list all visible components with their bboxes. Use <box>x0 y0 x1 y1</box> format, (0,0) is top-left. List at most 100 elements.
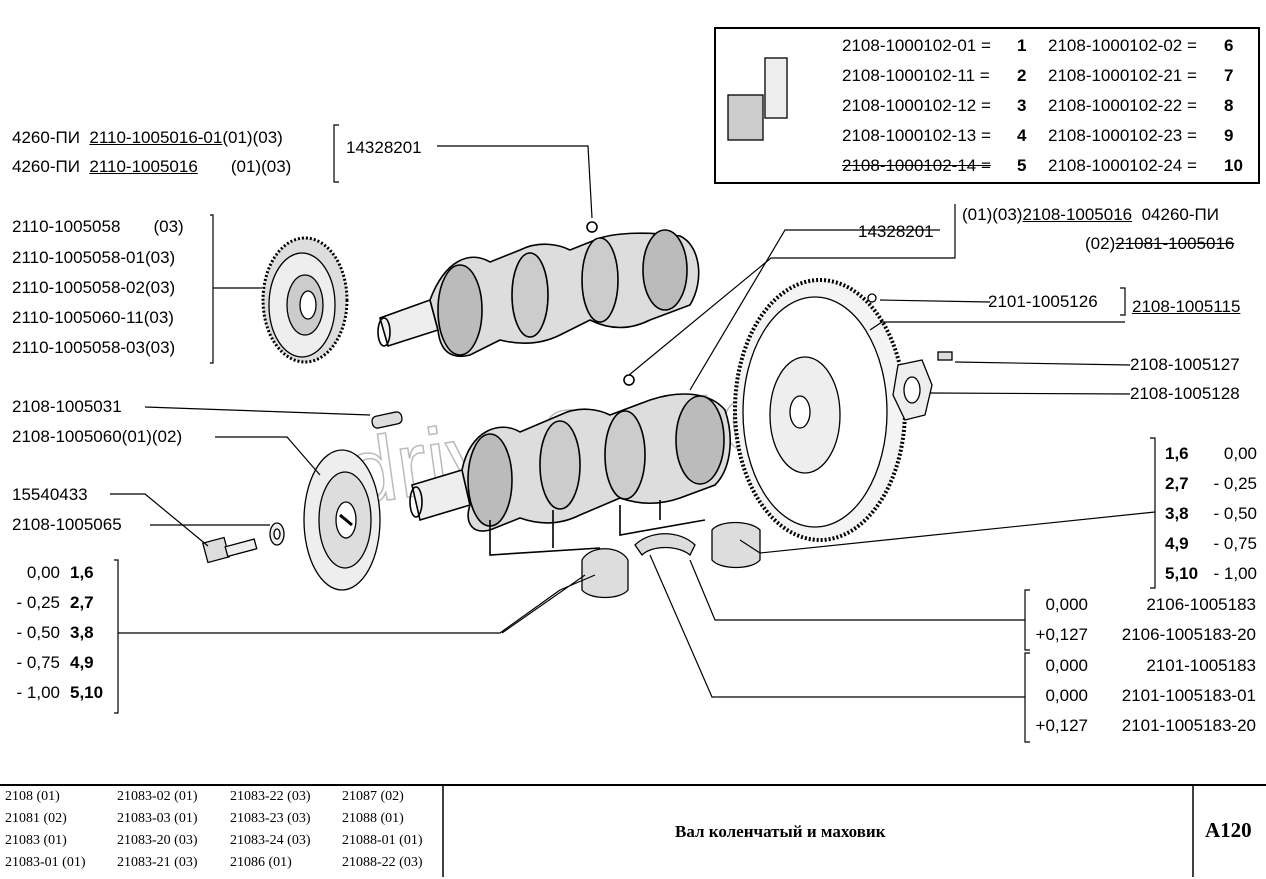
legend-code-a: 2108-1000102-14 = <box>842 156 991 175</box>
footer-model: 21081 (02) <box>5 811 67 826</box>
thrust-2-value: +0,127 <box>1035 716 1088 735</box>
bolt-part <box>201 522 285 564</box>
legend-num-a: 2 <box>1017 66 1027 85</box>
thrust-1-part: 2106-1005183 <box>1146 595 1256 614</box>
footer-model: 21087 (02) <box>342 789 404 804</box>
rod-bearing-value: - 0,75 <box>16 653 60 672</box>
legend-code-a: 2108-1000102-11 = <box>842 66 990 85</box>
legend-code-b: 2108-1000102-24 = <box>1048 156 1197 175</box>
rod-bearing-size: 5,10 <box>70 683 104 702</box>
thrust-2-value: 0,000 <box>1045 656 1088 675</box>
legend-icon <box>727 57 788 141</box>
rod-bearing-size: 1,6 <box>70 563 94 582</box>
thrust-2-part: 2101-1005183 <box>1146 656 1256 675</box>
pulley-label-1-part: 2110-1005058 <box>12 217 121 236</box>
legend-code-a: 2108-1000102-13 = <box>842 126 991 145</box>
footer-model: 21086 (01) <box>230 855 292 870</box>
crank-label-1-prefix: 4260-ПИ <box>12 128 80 147</box>
footer-model: 21083-24 (03) <box>230 833 311 848</box>
crankshaft-upper <box>377 221 700 357</box>
footer-model: 21083-03 (01) <box>117 811 198 826</box>
footer-model: 21083-02 (01) <box>117 789 198 804</box>
main-bearing-size: 1,6 <box>1165 444 1189 463</box>
footer-model: 21083-20 (03) <box>117 833 198 848</box>
footer-model: 21088-01 (01) <box>342 833 423 848</box>
footer-model: 21088 (01) <box>342 811 404 826</box>
flywheel-part <box>733 278 907 542</box>
plug-top-label: 14328201 <box>346 138 422 157</box>
legend-num-a: 1 <box>1017 36 1027 55</box>
pulley-label-2: 2110-1005058-01(03) <box>12 248 176 267</box>
footer-model: 21083-01 (01) <box>5 855 86 870</box>
crank-label-1-part: 2110-1005016-01 <box>89 128 223 147</box>
footer-model: 2108 (01) <box>5 789 60 804</box>
pulley-label-5: 2110-1005058-03(03) <box>12 338 176 357</box>
rod-bearing-value: - 0,25 <box>16 593 60 612</box>
plug-mid-label: 14328201 <box>858 222 934 241</box>
flywheel-washer-label: 2108-1005128 <box>1130 384 1240 403</box>
key-label: 2108-1005031 <box>12 397 122 416</box>
legend-code-b: 2108-1000102-22 = <box>1048 96 1197 115</box>
legend-code-b: 2108-1000102-02 = <box>1048 36 1197 55</box>
main-bearing-value: 0,00 <box>1223 444 1257 463</box>
legend-num-b: 8 <box>1224 96 1234 115</box>
crank-label-2-prefix: 4260-ПИ <box>12 157 80 176</box>
flywheel-bolt-label: 2108-1005127 <box>1130 355 1240 374</box>
crank-label-1-suffix: (01)(03) <box>222 128 283 147</box>
pin-label: 2101-1005126 <box>988 292 1098 311</box>
thrust-1-value: +0,127 <box>1035 625 1088 644</box>
main-bearing-size: 2,7 <box>1165 474 1189 493</box>
main-bearing-size: 3,8 <box>1165 504 1189 523</box>
pulley-label-3: 2110-1005058-02(03) <box>12 278 176 297</box>
crank-label-2-suffix: (01)(03) <box>230 157 292 176</box>
pulley-label-4: 2110-1005060-11(03) <box>12 308 174 327</box>
main-bearing-size: 5,10 <box>1165 564 1199 583</box>
thrust-1-part: 2106-1005183-20 <box>1121 625 1256 644</box>
bearing-shells <box>581 521 761 599</box>
flywheel-washer-part <box>892 351 953 421</box>
flywheel-label: 2108-1005115 <box>1132 297 1241 316</box>
pulley-upper <box>261 236 349 364</box>
legend-num-a: 3 <box>1017 96 1027 115</box>
bolt-label: 15540433 <box>12 485 88 504</box>
thrust-1-value: 0,000 <box>1045 595 1088 614</box>
crank-label-2: 4260-ПИ 2110-1005016 (01)(03) <box>12 157 291 177</box>
rod-bearing-size: 2,7 <box>70 593 94 612</box>
crank-right-1-part: 2108-1005016 <box>1022 205 1133 224</box>
thrust-2-part: 2101-1005183-20 <box>1121 716 1256 735</box>
footer-model: 21083-22 (03) <box>230 789 311 804</box>
pulley-lower <box>303 449 381 591</box>
crank-right-1-suffix: 04260-ПИ <box>1141 205 1219 224</box>
rod-bearing-value: - 1,00 <box>16 683 60 702</box>
pulley-label-1: 2110-1005058 (03) <box>12 217 184 237</box>
rod-bearing-size: 4,9 <box>70 653 94 672</box>
legend-code-a: 2108-1000102-01 = <box>842 36 991 55</box>
footer-model: 21083-21 (03) <box>117 855 198 870</box>
pulley-lower-label: 2108-1005060(01)(02) <box>12 427 183 446</box>
crank-label-2-part: 2110-1005016 <box>89 157 198 176</box>
crank-right-1-prefix: (01)(03) <box>962 205 1023 224</box>
legend-code-b: 2108-1000102-23 = <box>1048 126 1197 145</box>
footer <box>0 784 1266 879</box>
legend-num-b: 6 <box>1224 36 1234 55</box>
footer-model: 21083-23 (03) <box>230 811 311 826</box>
legend-num-b: 9 <box>1224 126 1234 145</box>
legend-code-b: 2108-1000102-21 = <box>1048 66 1197 85</box>
pulley-label-1-suffix: (03) <box>153 217 184 236</box>
legend-num-b: 10 <box>1224 156 1243 175</box>
main-bearing-value: - 1,00 <box>1213 564 1257 583</box>
main-bearing-value: - 0,50 <box>1213 504 1257 523</box>
main-bearing-value: - 0,75 <box>1213 534 1257 553</box>
rod-bearing-value: - 0,50 <box>16 623 60 642</box>
legend-num-b: 7 <box>1224 66 1234 85</box>
footer-model: 21083 (01) <box>5 833 67 848</box>
page-title: Вал коленчатый и маховик <box>675 822 886 841</box>
crank-label-1: 4260-ПИ 2110-1005016-01(01)(03) <box>12 128 283 148</box>
crank-right-2-prefix: (02) <box>1085 234 1116 253</box>
legend-box <box>714 27 1260 184</box>
crankshaft-lower <box>409 374 731 556</box>
legend-code-a: 2108-1000102-12 = <box>842 96 991 115</box>
legend-num-a: 5 <box>1017 156 1027 175</box>
key-part <box>371 411 403 429</box>
